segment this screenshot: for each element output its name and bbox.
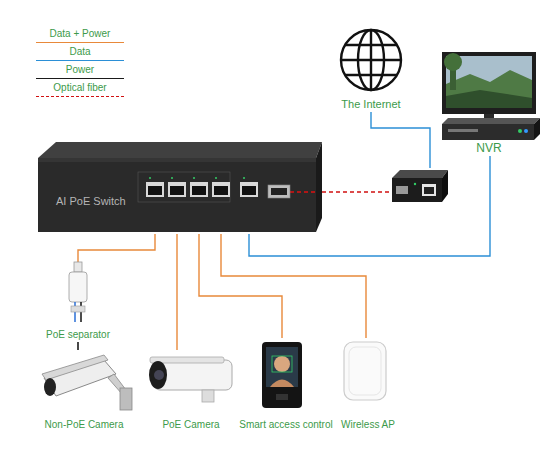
internet-node: The Internet — [325, 28, 417, 112]
device-label: NVR — [476, 141, 501, 156]
connector-line — [322, 191, 390, 192]
legend-swatch — [36, 96, 124, 97]
device-label: Smart access control — [239, 419, 332, 432]
connector-line — [221, 234, 366, 338]
device-label: PoE Camera — [162, 419, 219, 432]
camera-node: PoE Camera — [145, 350, 237, 432]
legend-text: Power — [36, 64, 124, 75]
access-terminal-icon — [262, 342, 302, 408]
access-point-node: Wireless AP — [336, 338, 400, 432]
connector-line — [371, 112, 430, 168]
separator-node: PoE separator — [36, 262, 120, 342]
media-converter — [392, 170, 448, 202]
bullet-camera-icon — [149, 357, 232, 402]
connector-line — [176, 234, 177, 350]
legend-swatch — [36, 78, 124, 79]
device-label: The Internet — [341, 98, 400, 112]
device-label: PoE separator — [46, 329, 110, 342]
device-label: Non-PoE Camera — [45, 419, 124, 432]
switch-node: AI PoE Switch — [36, 138, 322, 234]
legend-text: Data — [36, 46, 124, 57]
converter-node — [390, 168, 448, 206]
access-control-node: Smart access control — [236, 338, 336, 432]
access-point-icon — [344, 342, 386, 400]
camera-node: Non-PoE Camera — [26, 350, 142, 432]
nvr-recorder — [442, 118, 540, 140]
monitor-icon — [442, 52, 536, 119]
connector-line — [77, 342, 79, 350]
nvr-node: NVR — [436, 50, 542, 156]
poe-switch-body — [38, 142, 322, 232]
poe-separator-icon — [69, 262, 87, 322]
legend-text: Data + Power — [36, 28, 124, 39]
bullet-camera-icon — [42, 355, 132, 410]
connector-line — [199, 234, 282, 338]
legend-swatch — [36, 42, 124, 43]
connector-line — [78, 234, 155, 262]
device-label: Wireless AP — [341, 419, 395, 432]
globe-icon — [341, 30, 401, 90]
legend-swatch — [36, 60, 124, 61]
legend: Data + PowerDataPowerOptical fiber — [36, 28, 124, 100]
legend-text: Optical fiber — [36, 82, 124, 93]
device-name: AI PoE Switch — [56, 195, 126, 209]
